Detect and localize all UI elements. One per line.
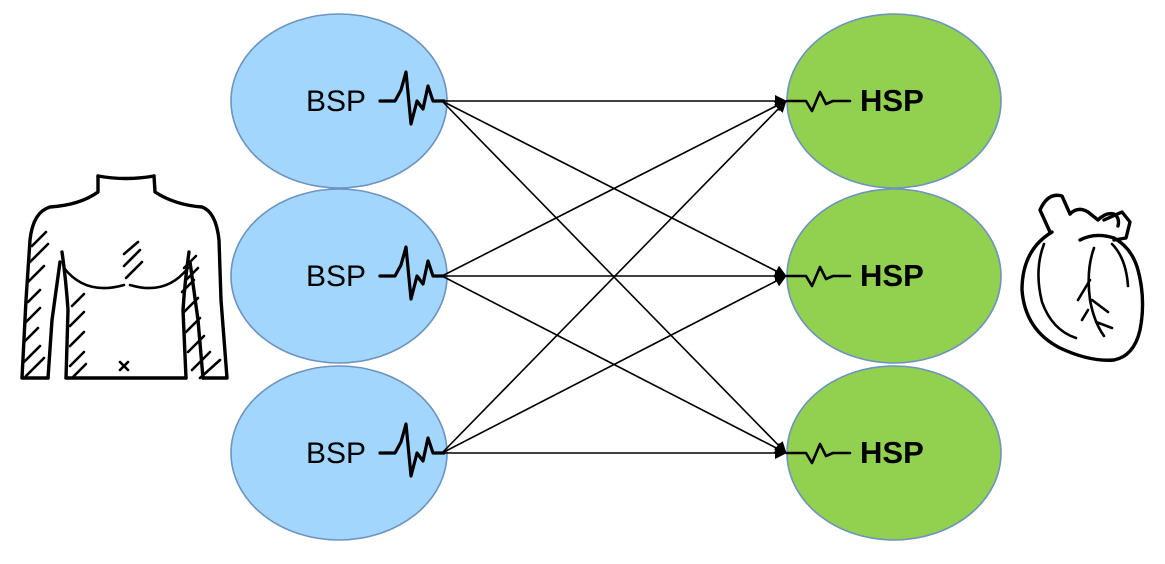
bsp-label-2: BSP (306, 260, 366, 293)
heart-icon (1020, 193, 1145, 362)
connection-3-1 (441, 100, 787, 454)
hsp-wave-icon-1 (785, 90, 852, 113)
hsp-wave-icon-3 (785, 442, 852, 465)
connection-lines (441, 95, 787, 459)
human-torso-icon (20, 174, 229, 380)
hsp-label-2: HSP (860, 258, 924, 293)
bsp-wave-icon-3 (378, 422, 446, 478)
hsp-label-3: HSP (860, 435, 924, 470)
bsp-wave-icon-2 (378, 245, 446, 301)
bsp-label-3: BSP (306, 437, 366, 470)
hsp-wave-icon-2 (785, 265, 852, 288)
connection-2-1 (441, 100, 787, 277)
connection-3-2 (441, 275, 787, 454)
hsp-label-1: HSP (860, 83, 924, 118)
bsp-wave-icon-1 (378, 70, 446, 126)
bsp-label-1: BSP (306, 85, 366, 118)
